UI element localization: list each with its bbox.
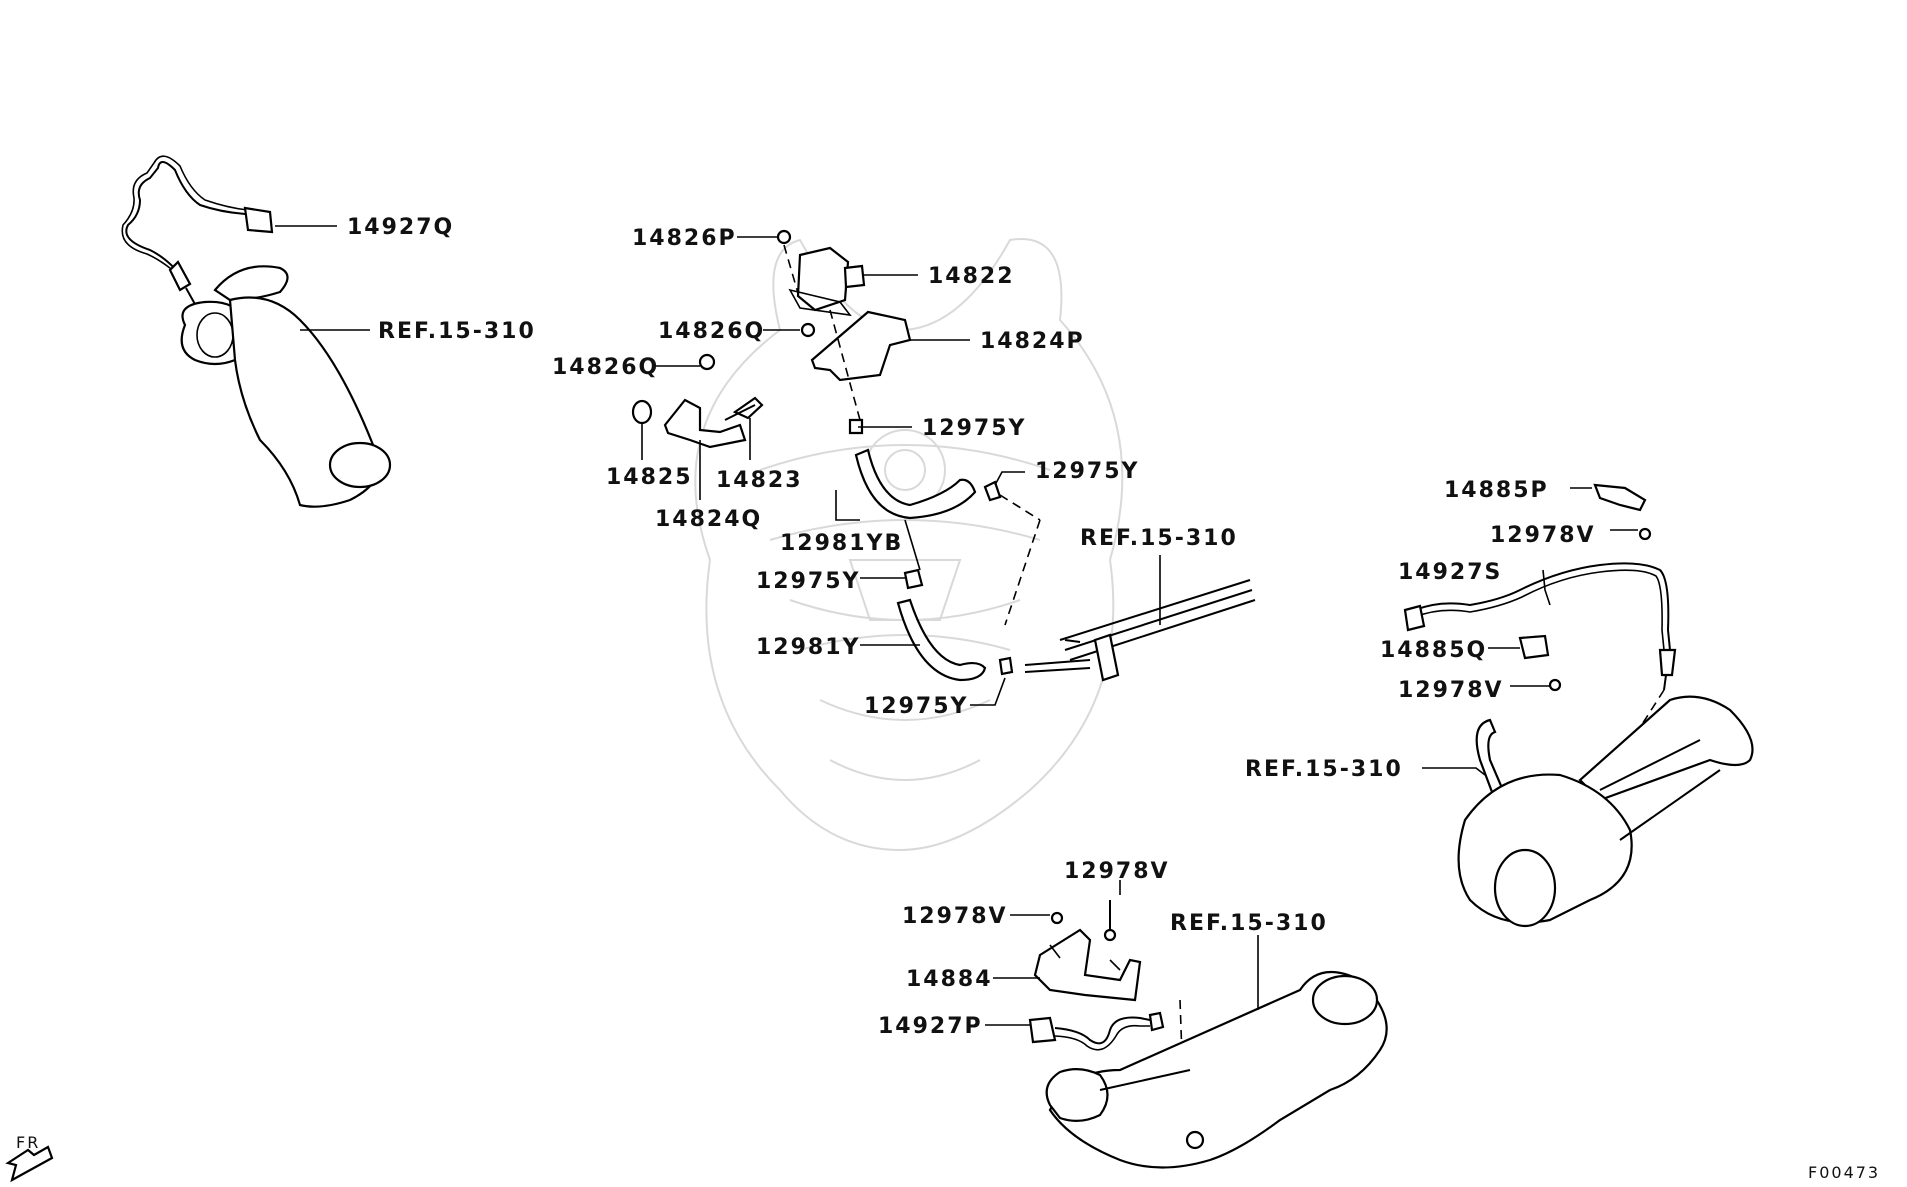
part-label-14824Q: 14824Q [655, 507, 762, 532]
ref-label-upper-left: REF.15-310 [378, 319, 536, 344]
part-label-14823: 14823 [716, 468, 803, 493]
ref-label-bottom: REF.15-310 [1170, 911, 1328, 936]
part-label-12975Y-a: 12975Y [922, 416, 1026, 441]
part-label-14826Q-b: 14826Q [552, 355, 659, 380]
part-label-12975Y-d: 12975Y [864, 694, 968, 719]
part-label-14822: 14822 [928, 264, 1015, 289]
part-label-14927P: 14927P [878, 1014, 983, 1039]
part-label-14826Q-a: 14826Q [658, 319, 765, 344]
vacuum-hose-group [848, 418, 1256, 682]
ref-label-right: REF.15-310 [1245, 757, 1403, 782]
leader-12981YB [835, 490, 860, 521]
upper-left-sensor-group [121, 155, 392, 508]
leader-ref-right [1422, 767, 1486, 776]
part-label-12975Y-b: 12975Y [1035, 459, 1139, 484]
solenoid-bracket-group [631, 229, 912, 449]
part-label-14825: 14825 [606, 465, 693, 490]
part-label-14826P: 14826P [632, 226, 737, 251]
part-label-14885Q: 14885Q [1380, 638, 1487, 663]
part-label-12978V-d: 12978V [902, 904, 1008, 929]
part-label-12978V-a: 12978V [1490, 523, 1596, 548]
leader-12975Y-d [970, 677, 1006, 706]
part-label-12981YB: 12981YB [780, 531, 903, 556]
leader-14927S [1542, 569, 1551, 606]
front-direction-label: FR [16, 1133, 40, 1152]
part-label-14885P: 14885P [1444, 478, 1549, 503]
part-label-14824P: 14824P [980, 329, 1085, 354]
bottom-bracket-sensor-group [1028, 900, 1388, 1169]
part-label-12978V-c: 12978V [1064, 859, 1170, 884]
ref-label-center: REF.15-310 [1080, 526, 1238, 551]
right-sensor-muffler-group [1403, 483, 1754, 928]
part-label-12975Y-c: 12975Y [756, 569, 860, 594]
diagram-code: F00473 [1808, 1163, 1880, 1182]
front-direction-arrow [5, 1145, 54, 1183]
part-label-14884: 14884 [906, 967, 993, 992]
part-label-14927Q: 14927Q [347, 215, 454, 240]
part-label-12981Y: 12981Y [756, 635, 860, 660]
part-label-12978V-b: 12978V [1398, 678, 1504, 703]
part-label-14927S: 14927S [1398, 560, 1502, 585]
leader-12975Y-b [994, 471, 1025, 486]
